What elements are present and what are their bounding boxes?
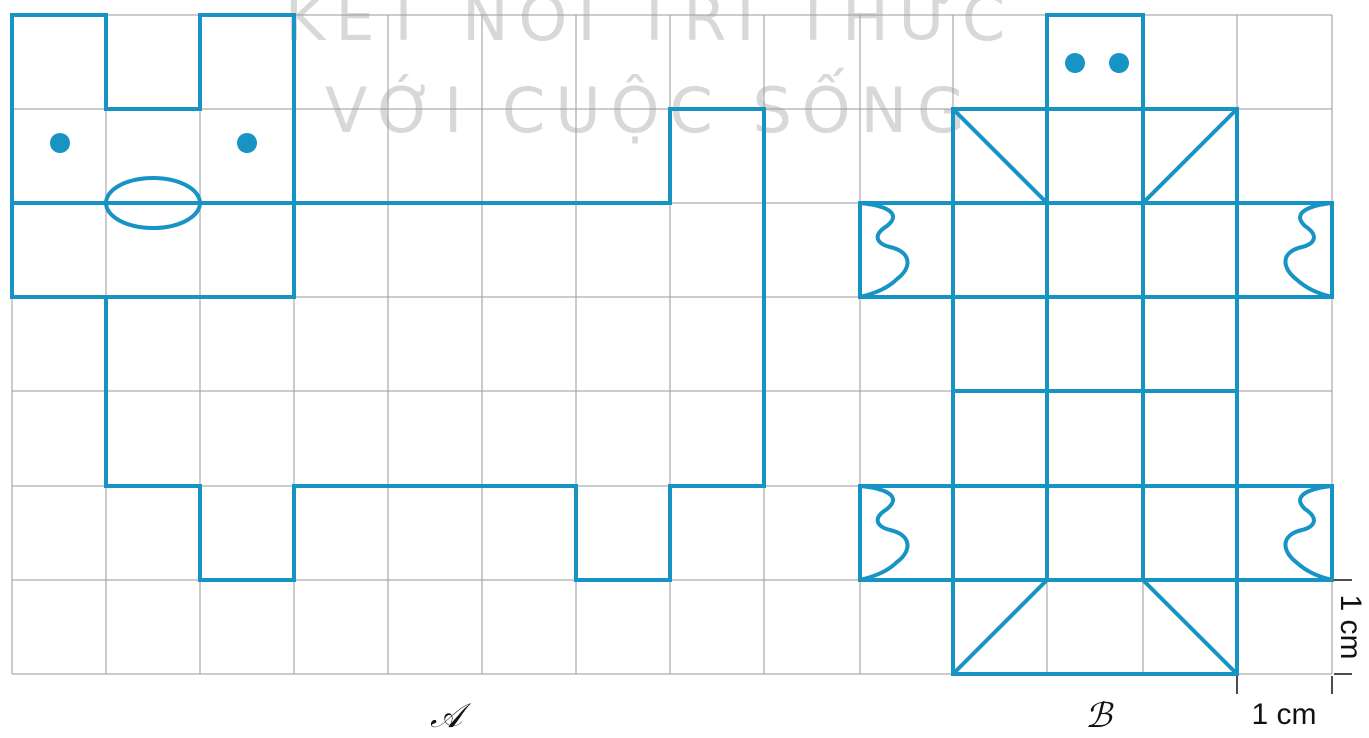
watermark: KẾT NỐI TRI THỨC VỚI CUỘC SỐNG	[285, 0, 1016, 147]
dog-head-outline	[10, 13, 296, 299]
dog-right-eye	[237, 133, 257, 153]
turtle-back-left-leg	[858, 484, 953, 582]
turtle-head	[1045, 13, 1145, 109]
watermark-line-1: KẾT NỐI TRI THỨC	[285, 0, 1016, 55]
figure-a-dog	[10, 13, 766, 582]
dog-left-eye	[50, 133, 70, 153]
dog-nose	[104, 176, 202, 230]
figure-b-turtle	[858, 13, 1334, 676]
turtle-shell-lines	[951, 107, 1239, 676]
turtle-back-right-leg	[1237, 484, 1334, 582]
figure-b-label: ℬ	[1085, 696, 1114, 736]
turtle-left-eye	[1065, 53, 1085, 73]
figure-a-label: 𝒜	[430, 696, 472, 736]
turtle-front-left-leg	[858, 201, 953, 299]
vertical-scale-label: 1 cm	[1334, 594, 1367, 659]
scale-marker	[1236, 579, 1352, 694]
horizontal-scale-label: 1 cm	[1251, 698, 1316, 731]
turtle-front-right-leg	[1237, 201, 1334, 299]
watermark-line-2: VỚI CUỘC SỐNG	[325, 68, 975, 147]
dog-body-outline	[104, 107, 766, 582]
turtle-right-eye	[1109, 53, 1129, 73]
